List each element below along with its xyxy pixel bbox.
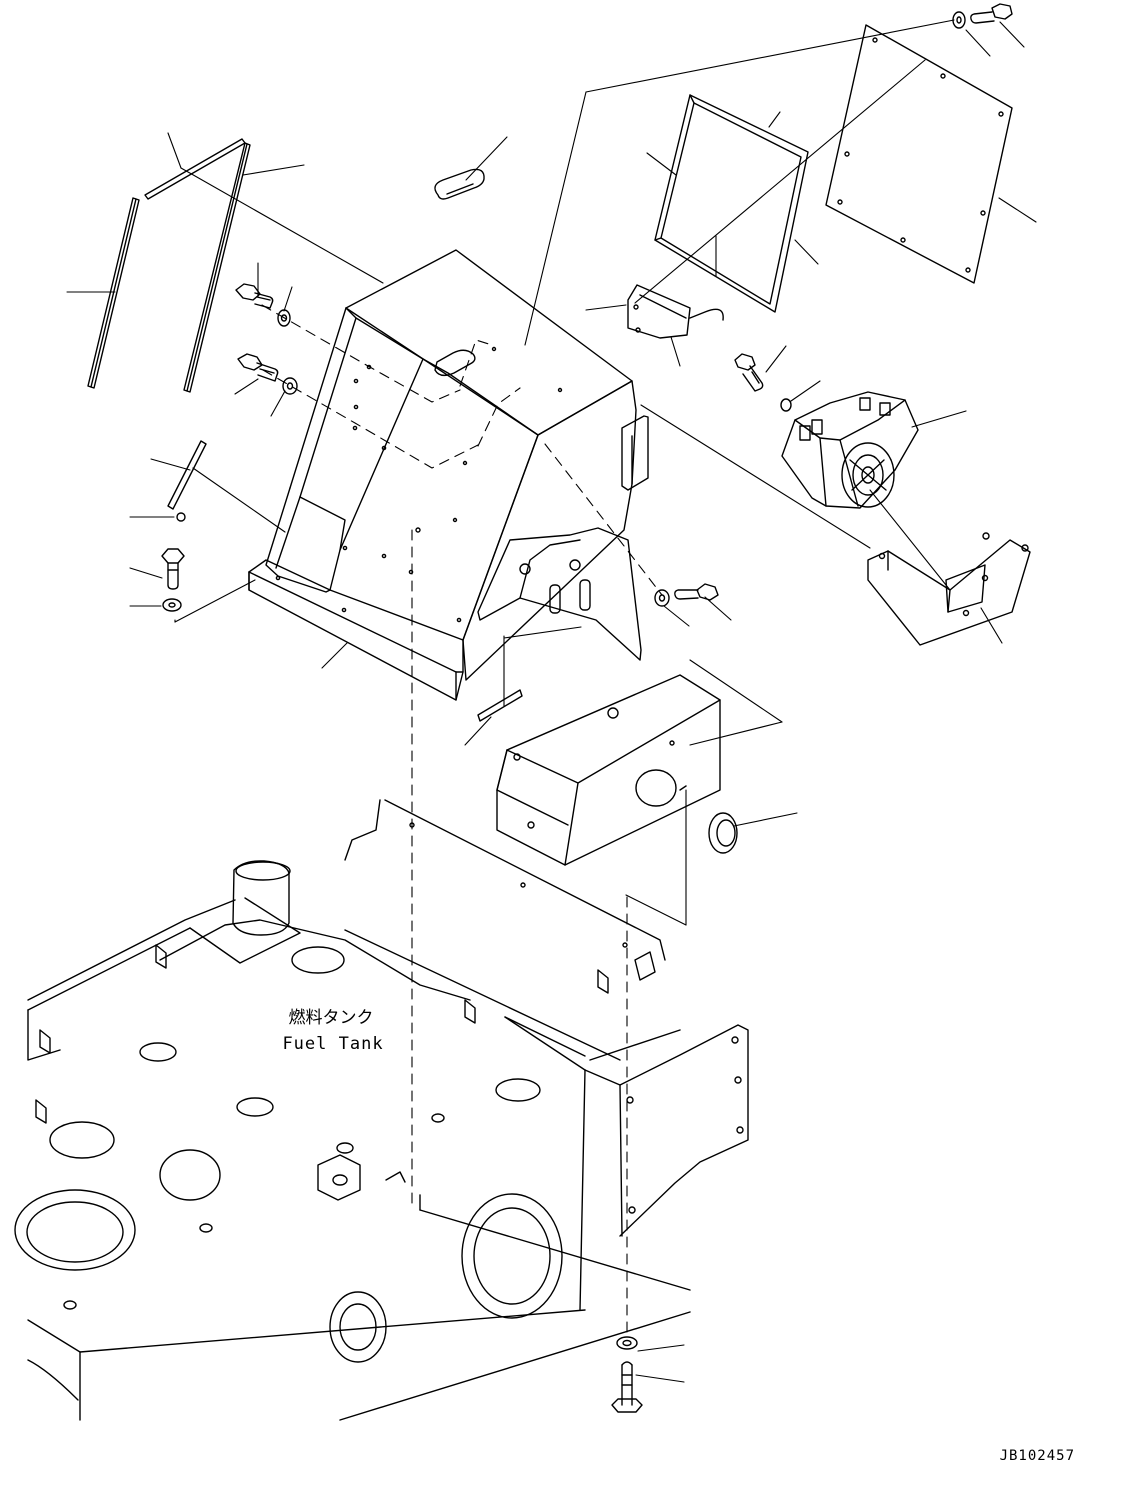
washer-lower-left: [163, 599, 181, 611]
grommet-oval: [435, 169, 484, 199]
seal-strip-vertical-left: [88, 198, 139, 388]
fuel-tank: [15, 800, 748, 1420]
bolt-upper-left-1: [236, 284, 273, 308]
grommet-round: [709, 813, 737, 853]
washer-top-right: [953, 12, 965, 28]
bolt-top-right: [971, 4, 1012, 23]
washer-upper-left-2: [283, 378, 297, 394]
washer-mid-right: [655, 590, 669, 606]
seal-strip-top: [145, 139, 245, 199]
switch-component: [628, 285, 723, 338]
controller-bracket: [868, 533, 1030, 645]
fuel-tank-label-jp: 燃料タンク: [288, 1008, 374, 1028]
main-cover: [249, 250, 648, 700]
dashed-alignment-lines: [262, 305, 662, 1335]
filter-frame: [655, 95, 808, 312]
bolt-upper-right: [735, 354, 763, 391]
filter-cover-plate: [826, 25, 1012, 283]
washer-upper-left-1: [278, 310, 290, 326]
bolt-upper-left-2: [238, 354, 278, 381]
fuel-tank-label-en: Fuel Tank: [282, 1034, 384, 1054]
seal-strip-vertical-right: [184, 143, 250, 392]
bolt-lower-left: [162, 549, 184, 589]
seal-small-left: [168, 441, 206, 509]
leader-lines: [67, 20, 1036, 1382]
drawing-code: JB102457: [999, 1448, 1075, 1464]
lower-cover: [497, 675, 720, 865]
washer-small-left: [177, 513, 185, 521]
seal-lower: [478, 690, 522, 721]
controller-unit: [782, 392, 918, 508]
washer-bottom: [617, 1337, 637, 1349]
bolt-mid-right: [675, 584, 718, 600]
bolt-bottom: [612, 1362, 642, 1412]
washer-upper-right: [781, 399, 791, 411]
